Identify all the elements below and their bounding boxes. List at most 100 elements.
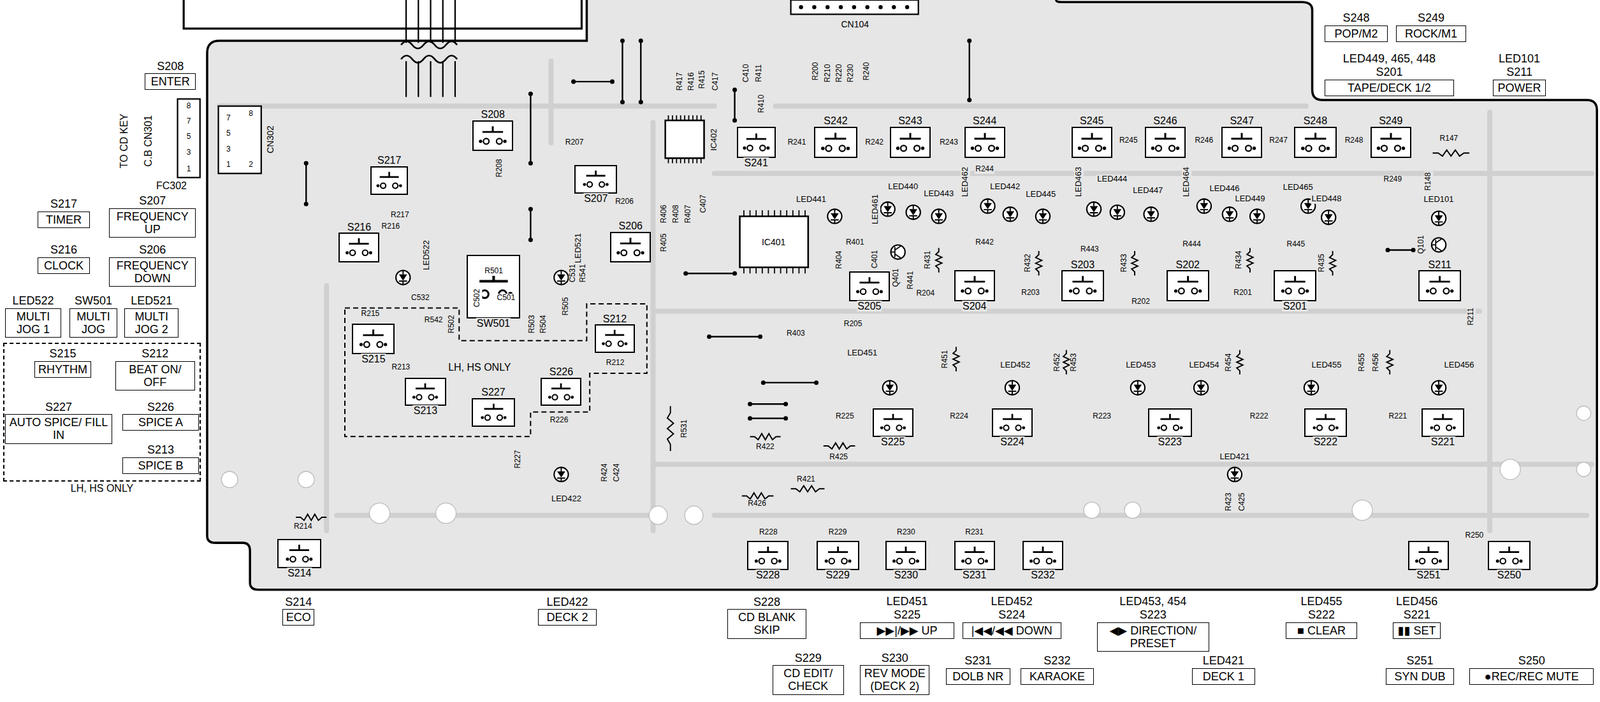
switch-label: S223 bbox=[1157, 436, 1183, 449]
switch-label: S206 bbox=[618, 220, 644, 233]
switch-actuator bbox=[883, 413, 903, 419]
switch-actuator bbox=[899, 132, 921, 139]
led-symbol bbox=[931, 209, 946, 224]
switch-contact bbox=[383, 342, 387, 347]
led-body bbox=[880, 202, 895, 217]
switch-actuator bbox=[363, 329, 384, 336]
mounting-hole bbox=[648, 506, 668, 525]
switch-actuator bbox=[1155, 132, 1177, 139]
switch-contact bbox=[847, 559, 851, 563]
led-body bbox=[1193, 380, 1208, 395]
region-note: LH, HS ONLY bbox=[70, 483, 134, 495]
legend-box: LED521MULTI JOG 2 bbox=[124, 294, 179, 338]
switch-label: S207 bbox=[583, 193, 609, 205]
switch-contact bbox=[1227, 146, 1231, 150]
ic-pin bbox=[780, 210, 782, 217]
switch-label: S228 bbox=[755, 569, 781, 582]
legend-text: REV MODE (DECK 2) bbox=[863, 667, 927, 693]
led-label: LED446 bbox=[1208, 184, 1240, 194]
legend-heading: S249 bbox=[1417, 11, 1445, 25]
switch-contact bbox=[1102, 146, 1106, 150]
switch-contact bbox=[1419, 558, 1425, 564]
legend-text: ECO bbox=[285, 611, 312, 625]
led-bar bbox=[909, 205, 918, 220]
resistor-label: R403 bbox=[785, 329, 806, 339]
resistor-label: R250 bbox=[1464, 531, 1485, 541]
switch-label: S214 bbox=[286, 567, 312, 580]
jumper-wire bbox=[529, 209, 531, 240]
switch-pad: S224 bbox=[991, 408, 1033, 438]
switch-actuator bbox=[1380, 132, 1402, 139]
switch-actuator bbox=[1072, 276, 1093, 283]
solder-pad bbox=[967, 38, 972, 44]
solder-pad bbox=[814, 380, 819, 386]
resistor-label: R217 bbox=[390, 210, 410, 220]
led-body bbox=[1035, 209, 1050, 224]
switch-contact bbox=[1033, 558, 1040, 564]
resistor-label: R504 bbox=[539, 314, 549, 335]
resistor-label: R220 bbox=[835, 63, 844, 84]
switch-contact bbox=[617, 251, 621, 255]
ic-pin bbox=[755, 267, 757, 275]
switch-contact bbox=[1252, 146, 1256, 150]
switch-label: S250 bbox=[1496, 569, 1522, 582]
legend-heading: LED421 bbox=[1202, 654, 1245, 669]
resistor-label: R505 bbox=[561, 296, 571, 317]
switch-symbol bbox=[575, 166, 616, 193]
resistor-label: R204 bbox=[915, 289, 936, 299]
switch-contact bbox=[552, 394, 558, 400]
jumper-wire bbox=[709, 335, 761, 338]
led-body bbox=[1431, 380, 1446, 395]
legend-frame: ENTER bbox=[144, 73, 196, 90]
switch-symbol bbox=[873, 409, 913, 437]
led-diode bbox=[1253, 213, 1262, 220]
pin-number: 3 bbox=[186, 148, 192, 158]
ic-pin bbox=[671, 115, 674, 121]
legend-box: S226SPICE A bbox=[122, 400, 199, 432]
switch-contact bbox=[1298, 288, 1305, 295]
switch-contact bbox=[977, 558, 983, 564]
led-label: LED465 bbox=[1282, 182, 1314, 193]
ic-pin bbox=[767, 267, 769, 275]
resistor-label: R216 bbox=[381, 222, 401, 232]
legend-frame: MULTI JOG 1 bbox=[5, 308, 62, 338]
switch-symbol bbox=[353, 325, 394, 354]
legend-heading: S229 bbox=[794, 652, 822, 666]
led-symbol bbox=[1003, 207, 1018, 222]
legend-frame: SYN DUB bbox=[1385, 668, 1455, 686]
switch-label: S247 bbox=[1229, 115, 1254, 127]
legend-box: S215RHYTHM bbox=[34, 347, 92, 379]
cn302-connector bbox=[218, 106, 262, 175]
switch-actuator bbox=[289, 545, 310, 551]
led-body bbox=[1003, 207, 1018, 222]
switch-contact bbox=[1312, 426, 1316, 430]
led-bar bbox=[1090, 202, 1099, 217]
led-bar bbox=[1434, 380, 1444, 395]
capacitor-label: C531 bbox=[569, 263, 579, 284]
switch-contact bbox=[826, 145, 832, 152]
switch-contact bbox=[1093, 290, 1097, 294]
led-bar bbox=[830, 209, 839, 224]
resistor-symbol bbox=[1035, 251, 1043, 276]
switch-contact bbox=[1434, 425, 1440, 431]
jumper-wire bbox=[573, 80, 613, 83]
mounting-hole bbox=[436, 503, 457, 524]
legend-frame: ◀▶ DIRECTION/ PRESET bbox=[1097, 622, 1210, 653]
board-outline bbox=[207, 0, 1597, 591]
switch-actuator bbox=[416, 383, 436, 389]
led-bar bbox=[1225, 207, 1235, 222]
led-diode bbox=[1039, 213, 1048, 220]
resistor-label: R247 bbox=[1268, 136, 1289, 146]
switch-contact bbox=[1176, 146, 1180, 150]
legend-text: ROCK/M1 bbox=[1399, 27, 1463, 41]
legend-box: LED422DECK 2 bbox=[538, 596, 598, 627]
connector-label: CN104 bbox=[840, 19, 870, 30]
connector-pin bbox=[838, 5, 843, 9]
legend-box: LED453, 454S223◀▶ DIRECTION/ PRESET bbox=[1097, 595, 1210, 653]
legend-box: S228CD BLANK SKIP bbox=[727, 596, 806, 640]
resistor-label: R225 bbox=[835, 412, 855, 422]
led-symbol bbox=[880, 202, 895, 217]
switch-symbol bbox=[955, 542, 994, 570]
led-label: LED442 bbox=[989, 182, 1021, 192]
switch-actuator bbox=[746, 133, 767, 139]
